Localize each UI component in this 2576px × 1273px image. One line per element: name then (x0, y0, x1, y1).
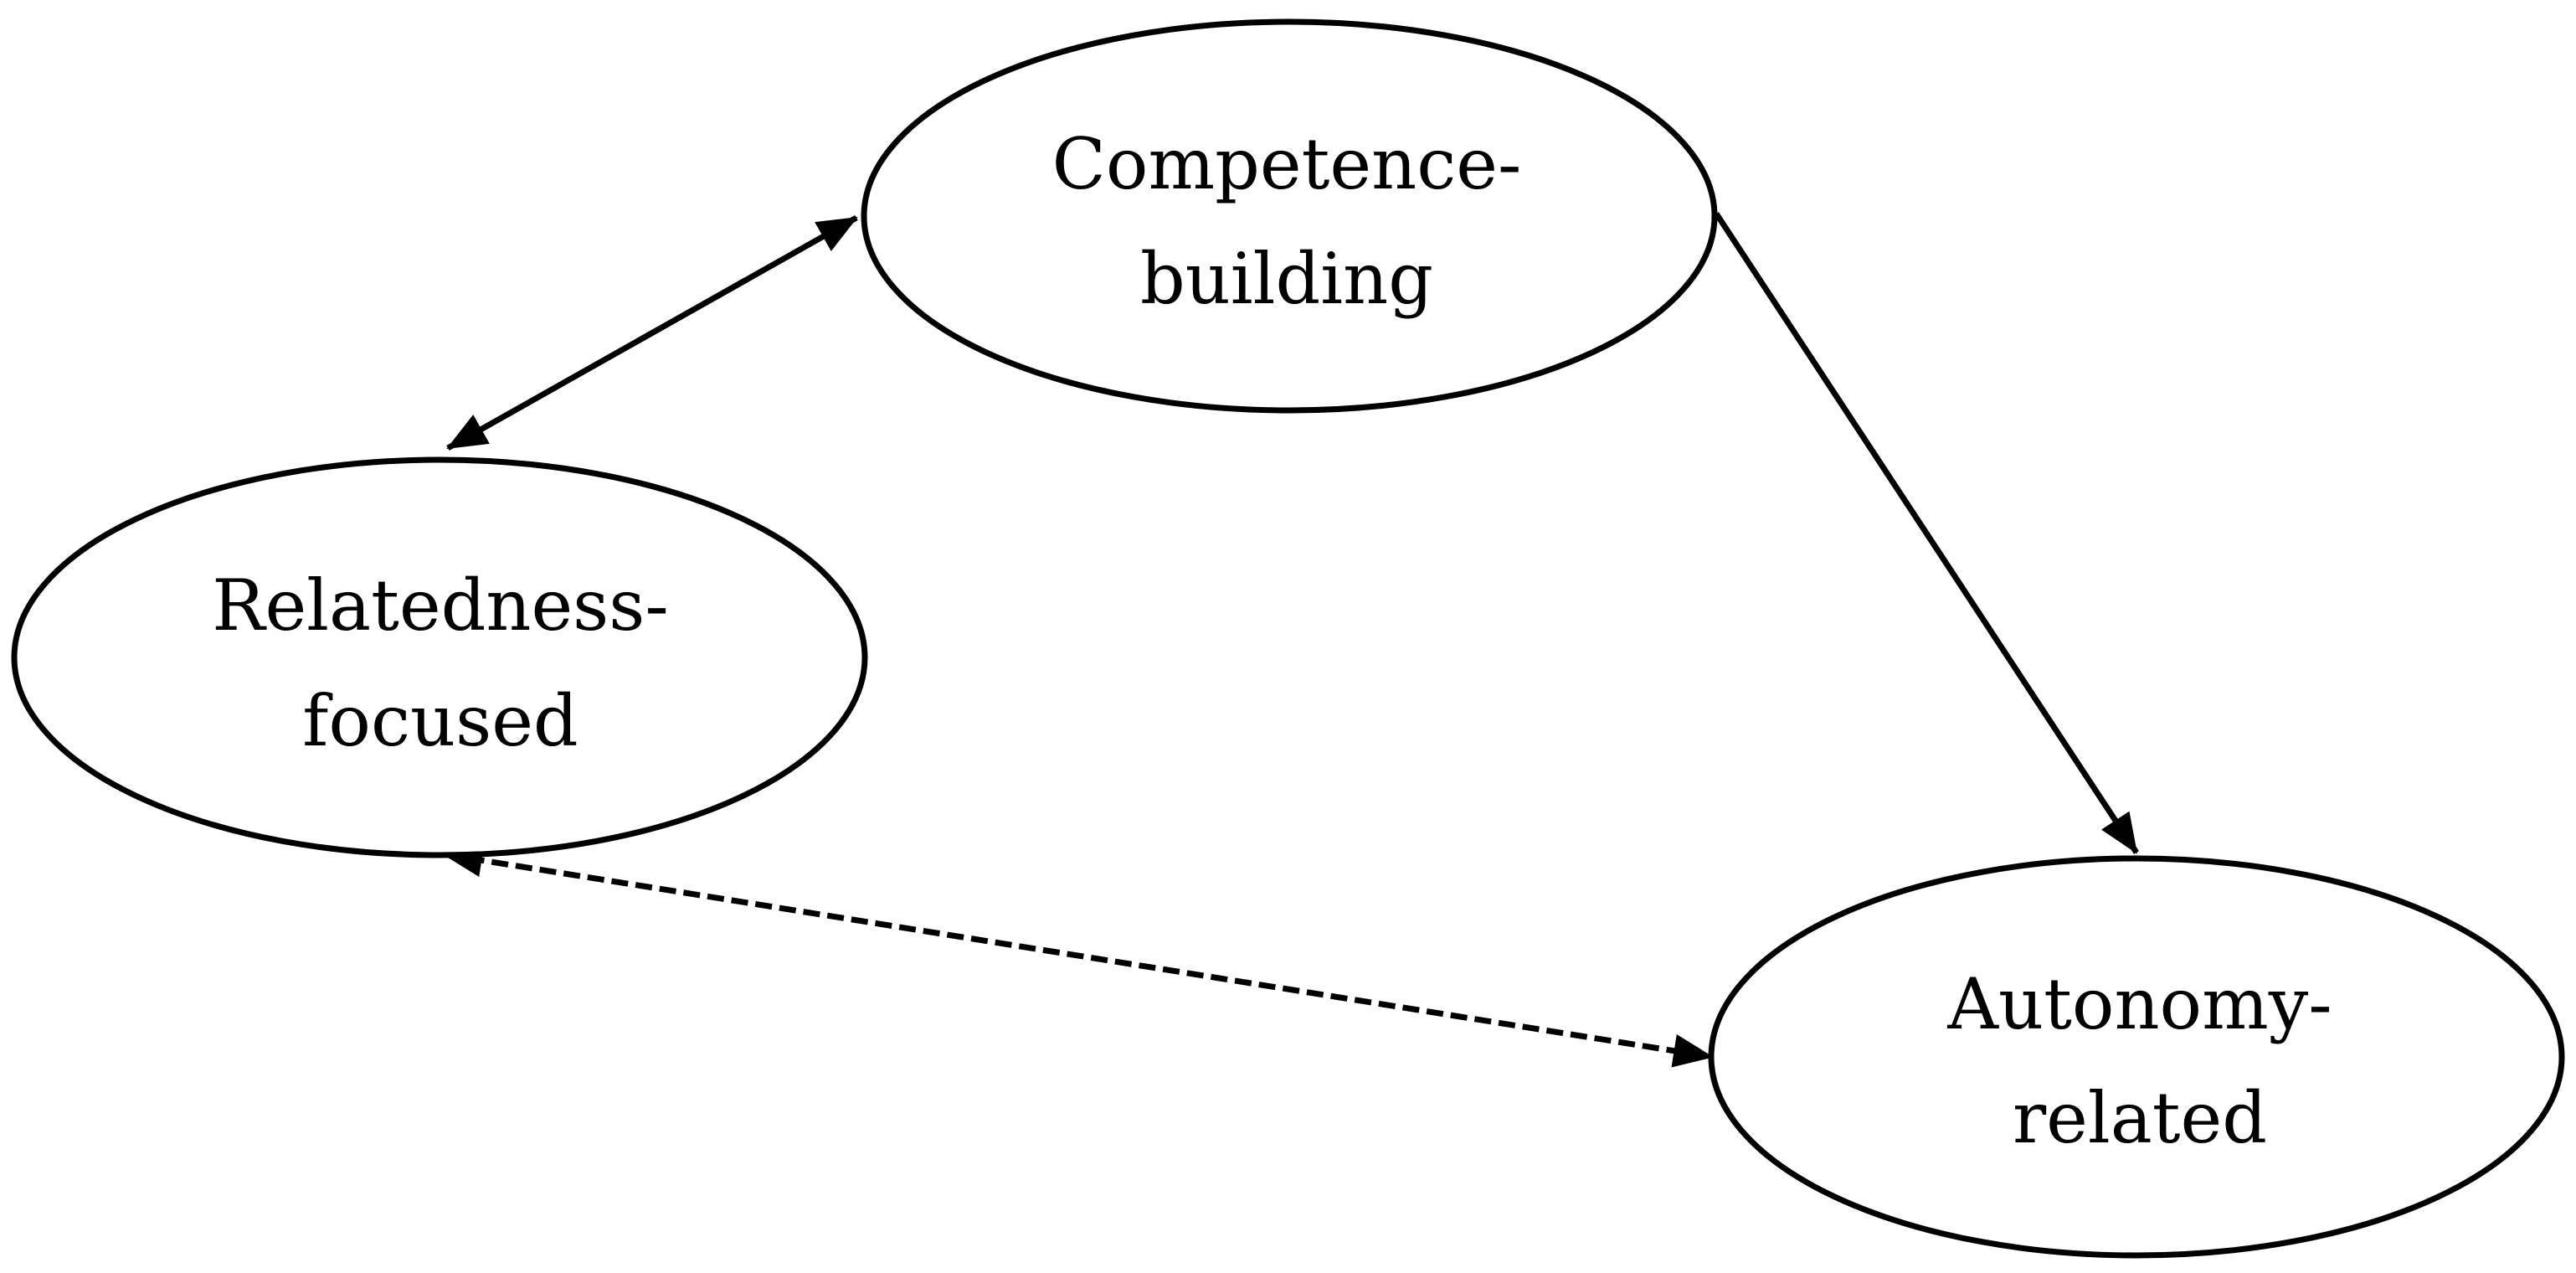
node-autonomy-line-2: related (2013, 1077, 2267, 1159)
node-autonomy: Autonomy- related (1708, 855, 2565, 1259)
edge-competence-autonomy (1714, 212, 2139, 854)
node-competence-line-1: Competence- (1052, 123, 1522, 205)
edge-relatedness-competence (446, 214, 858, 451)
edge-relatedness-autonomy (442, 843, 1714, 1068)
node-competence: Competence- building (861, 18, 1718, 414)
node-autonomy-line-1: Autonomy- (1946, 963, 2332, 1045)
node-relatedness-line-1: Relatedness- (212, 564, 669, 647)
node-competence-line-2: building (1140, 238, 1433, 320)
node-relatedness: Relatedness- focused (11, 456, 868, 858)
node-relatedness-line-2: focused (302, 680, 578, 762)
